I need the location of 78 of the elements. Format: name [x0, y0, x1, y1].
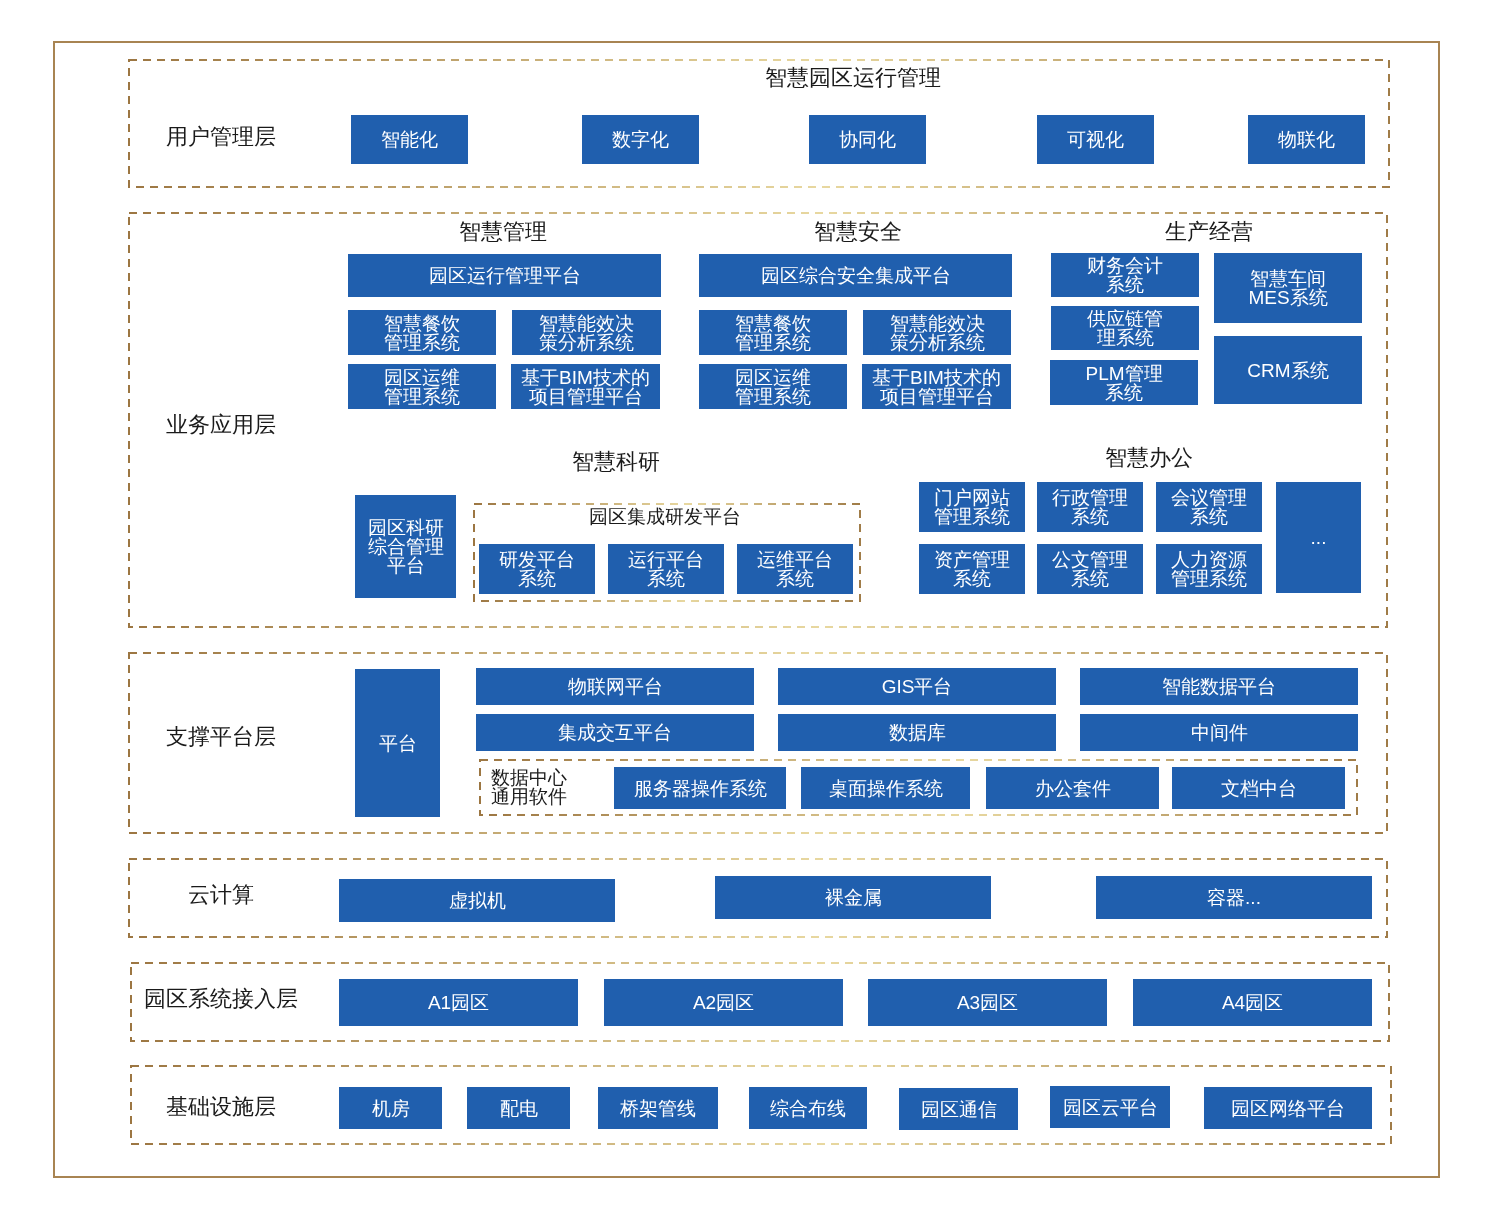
module-box: 门户网站管理系统: [919, 482, 1025, 532]
module-box: 运行平台系统: [608, 544, 724, 594]
module-box: 人力资源管理系统: [1156, 544, 1262, 594]
layer-band: [130, 1065, 1392, 1145]
module-box: 园区运维管理系统: [348, 364, 496, 409]
module-box: 智慧能效决策分析系统: [512, 310, 661, 355]
module-box: 智能化: [351, 115, 468, 164]
module-box: 基于BIM技术的项目管理平台: [511, 364, 660, 409]
module-box: 基于BIM技术的项目管理平台: [862, 364, 1011, 409]
module-box: CRM系统: [1214, 336, 1362, 404]
module-box: 可视化: [1037, 115, 1154, 164]
module-box: 园区运维管理系统: [699, 364, 847, 409]
group-frame: [473, 503, 861, 602]
module-box: 裸金属: [715, 876, 991, 919]
module-box: 桌面操作系统: [801, 767, 970, 809]
module-box: 平台: [355, 669, 440, 817]
module-box: 园区网络平台: [1204, 1087, 1372, 1129]
module-box: 资产管理系统: [919, 544, 1025, 594]
module-box: 智慧车间MES系统: [1214, 253, 1362, 323]
module-box: GIS平台: [778, 668, 1056, 705]
layer-label: 用户管理层: [166, 124, 276, 150]
module-box: 园区综合安全集成平台: [699, 254, 1012, 297]
module-box: 数据库: [778, 714, 1056, 751]
group-frame: [479, 759, 1358, 816]
module-box: 公文管理系统: [1037, 544, 1143, 594]
module-box: 机房: [339, 1087, 442, 1129]
module-box: A3园区: [868, 979, 1107, 1026]
section-heading: 智慧安全: [814, 219, 902, 245]
module-box: PLM管理系统: [1050, 360, 1198, 405]
module-box: 研发平台系统: [479, 544, 595, 594]
section-heading: 智慧科研: [572, 449, 660, 475]
module-box: 财务会计系统: [1051, 253, 1199, 297]
module-box: 综合布线: [749, 1087, 867, 1129]
module-box: 集成交互平台: [476, 714, 754, 751]
module-box: 智慧餐饮管理系统: [348, 310, 496, 355]
layer-band: [128, 59, 1390, 188]
module-box: 物联网平台: [476, 668, 754, 705]
layer-band: [128, 858, 1388, 938]
module-box: 协同化: [809, 115, 926, 164]
module-box: A2园区: [604, 979, 843, 1026]
section-heading: 生产经营: [1165, 219, 1253, 245]
module-box: 行政管理系统: [1037, 482, 1143, 532]
layer-label: 云计算: [188, 882, 254, 908]
module-box: 运维平台系统: [737, 544, 853, 594]
layer-label: 园区系统接入层: [144, 986, 298, 1012]
module-box: 园区云平台: [1050, 1086, 1170, 1128]
section-heading: 智慧管理: [459, 219, 547, 245]
module-box: 供应链管理系统: [1051, 306, 1199, 350]
section-heading: 智慧办公: [1105, 445, 1193, 471]
group-title: 数据中心通用软件: [491, 768, 568, 806]
module-box: 园区运行管理平台: [348, 254, 661, 297]
module-box: 智慧能效决策分析系统: [863, 310, 1011, 355]
layer-label: 业务应用层: [166, 412, 276, 438]
module-box: A1园区: [339, 979, 578, 1026]
module-box: 文档中台: [1172, 767, 1345, 809]
module-box: 智能数据平台: [1080, 668, 1358, 705]
module-box: 园区通信: [899, 1088, 1018, 1130]
module-box: 数字化: [582, 115, 699, 164]
module-box: 园区科研综合管理平台: [355, 495, 456, 598]
module-box: 配电: [467, 1087, 570, 1129]
module-box: ...: [1276, 482, 1361, 593]
layer-label: 基础设施层: [166, 1094, 276, 1120]
module-box: 办公套件: [986, 767, 1159, 809]
layer-band: [128, 652, 1388, 834]
module-box: 桥架管线: [598, 1087, 718, 1129]
diagram-heading: 智慧园区运行管理: [765, 65, 941, 91]
group-title: 园区集成研发平台: [588, 507, 742, 526]
module-box: 服务器操作系统: [614, 767, 786, 809]
layer-label: 支撑平台层: [166, 724, 276, 750]
module-box: 容器...: [1096, 876, 1372, 919]
module-box: 物联化: [1248, 115, 1365, 164]
layer-band: [130, 962, 1390, 1042]
module-box: 会议管理系统: [1156, 482, 1262, 532]
module-box: 虚拟机: [339, 879, 615, 922]
module-box: 中间件: [1080, 714, 1358, 751]
layer-band: [128, 212, 1388, 628]
module-box: 智慧餐饮管理系统: [699, 310, 847, 355]
module-box: A4园区: [1133, 979, 1372, 1026]
